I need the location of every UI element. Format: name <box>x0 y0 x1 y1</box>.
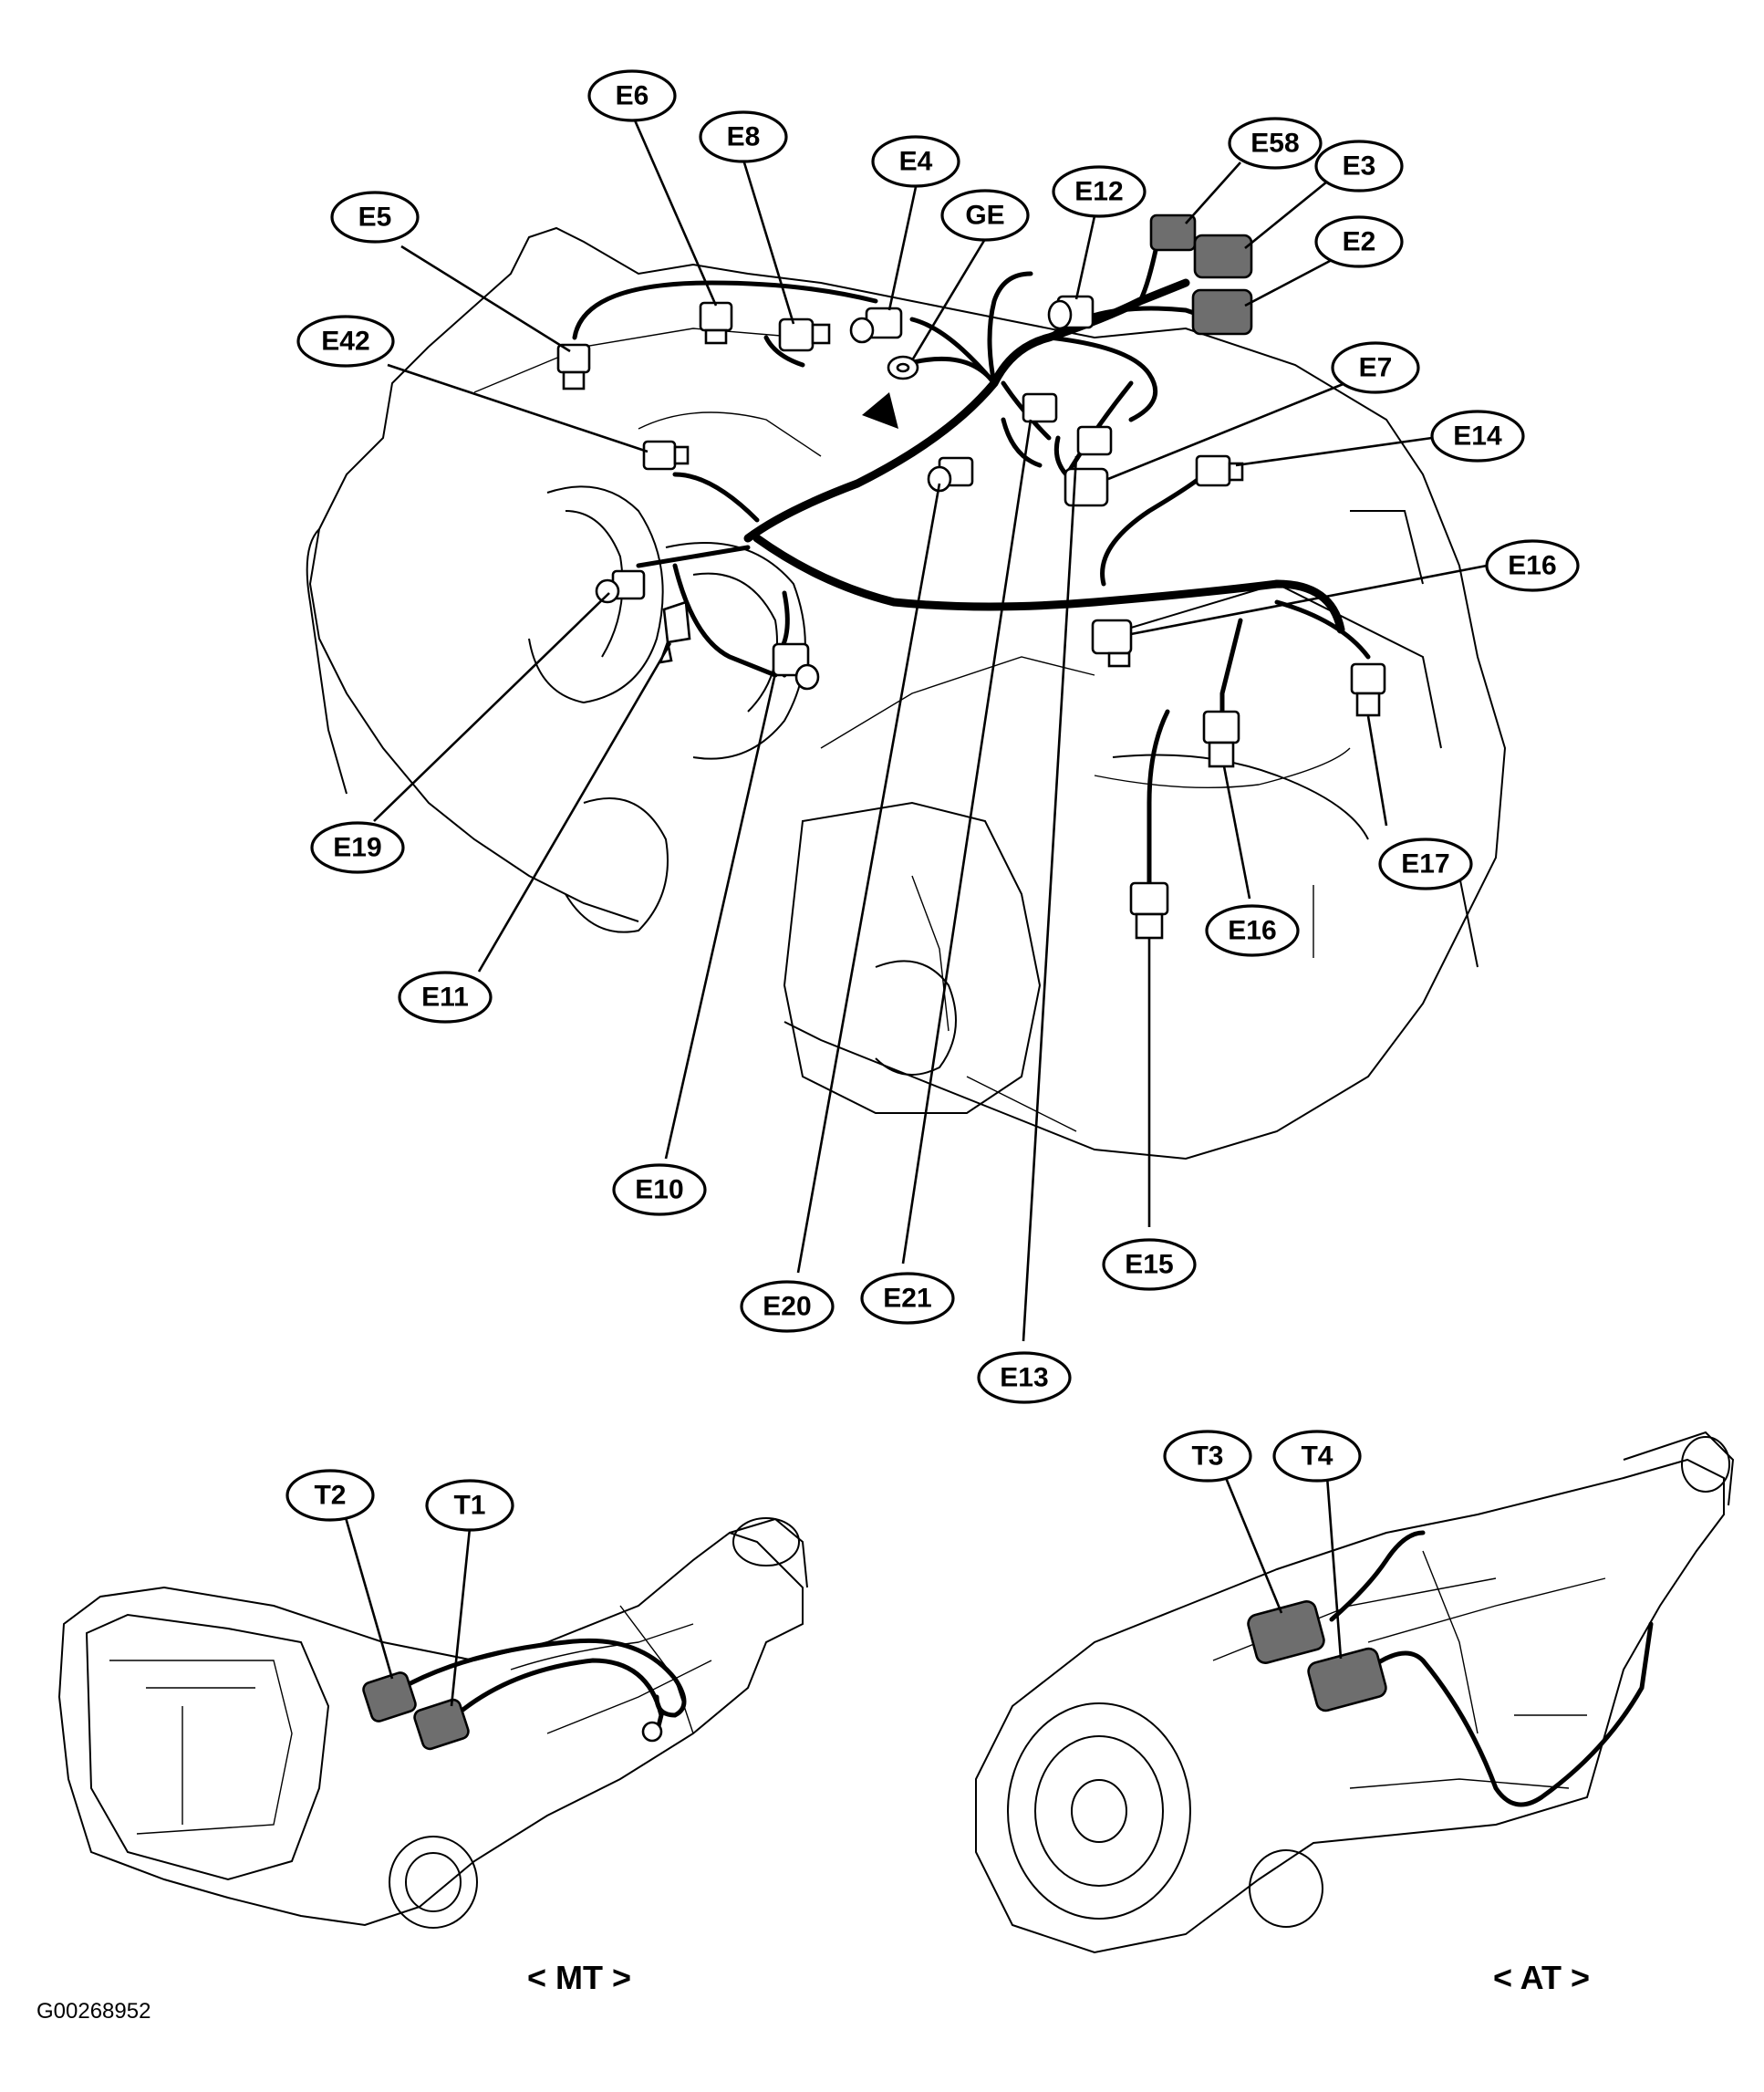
mt-wires <box>408 1638 687 1736</box>
connector-e5-shape <box>556 343 591 390</box>
svg-text:E13: E13 <box>1000 1363 1048 1393</box>
svg-text:E15: E15 <box>1125 1250 1173 1280</box>
callout-e12: E12 <box>1052 165 1147 218</box>
callout-e16-bottom: E16 <box>1205 904 1300 957</box>
callout-e13: E13 <box>977 1351 1072 1404</box>
svg-text:E16: E16 <box>1508 551 1556 581</box>
svg-text:E58: E58 <box>1250 129 1299 159</box>
svg-text:T3: T3 <box>1191 1442 1223 1472</box>
engine-connectors <box>556 213 1386 940</box>
svg-text:E5: E5 <box>358 203 392 233</box>
svg-text:E4: E4 <box>899 147 933 177</box>
connector-e2-shape <box>1191 288 1253 336</box>
callout-e8: E8 <box>699 110 788 163</box>
svg-text:E8: E8 <box>727 122 761 152</box>
connector-e3-shape <box>1193 234 1253 279</box>
engine-wire-harness <box>572 234 1371 888</box>
svg-text:E42: E42 <box>321 327 369 357</box>
svg-text:T2: T2 <box>314 1481 346 1511</box>
callout-e2: E2 <box>1314 215 1404 268</box>
callout-e11: E11 <box>398 971 493 1024</box>
connector-center3-shape <box>1076 425 1113 456</box>
mt-transmission-line-art <box>57 1517 808 1929</box>
connector-e4-shape <box>849 307 903 344</box>
connector-e15-shape <box>1129 881 1169 940</box>
connector-ge-shape <box>887 355 919 380</box>
connector-e16a-shape <box>1091 619 1133 668</box>
callout-e21: E21 <box>860 1272 955 1325</box>
svg-text:E17: E17 <box>1401 849 1449 879</box>
callout-e14: E14 <box>1430 410 1525 463</box>
caption-at: < AT > <box>1493 1959 1590 1996</box>
connector-e7-shape <box>1064 467 1109 507</box>
svg-text:E14: E14 <box>1453 422 1502 452</box>
at-connectors <box>1247 1600 1387 1712</box>
connector-e58-shape <box>1149 213 1197 252</box>
connector-e42-shape <box>642 440 690 471</box>
callout-e20: E20 <box>740 1280 835 1333</box>
connector-center2-shape <box>1022 392 1058 423</box>
callout-e58: E58 <box>1228 117 1323 170</box>
callout-e7: E7 <box>1331 341 1420 394</box>
callout-e4: E4 <box>871 135 960 188</box>
callout-t1: T1 <box>425 1479 514 1532</box>
connector-e12-shape <box>1047 295 1095 330</box>
svg-text:E2: E2 <box>1343 227 1376 257</box>
svg-text:E3: E3 <box>1343 151 1376 182</box>
svg-text:E10: E10 <box>635 1175 683 1205</box>
connector-e6-shape <box>699 301 733 345</box>
callout-e16-top: E16 <box>1485 539 1580 592</box>
svg-text:E19: E19 <box>333 833 381 863</box>
callout-e6: E6 <box>587 69 677 122</box>
svg-text:E11: E11 <box>421 983 469 1013</box>
callout-t3: T3 <box>1163 1430 1252 1483</box>
svg-text:GE: GE <box>965 201 1004 231</box>
connector-e16b-shape <box>1202 710 1240 768</box>
connector-center1-shape <box>927 456 974 493</box>
callout-e5: E5 <box>330 191 420 244</box>
connector-e8-shape <box>778 317 831 352</box>
callout-t4: T4 <box>1272 1430 1362 1483</box>
svg-text:E7: E7 <box>1359 353 1393 383</box>
mt-connectors <box>362 1671 663 1751</box>
callout-e42: E42 <box>296 315 395 368</box>
figure-id: G00268952 <box>36 1999 150 2024</box>
callout-e10: E10 <box>612 1163 707 1216</box>
at-wires <box>1329 1530 1654 1807</box>
leader-lines <box>373 113 1488 1342</box>
callout-t2: T2 <box>285 1469 375 1522</box>
svg-text:E20: E20 <box>763 1292 811 1322</box>
callout-ge: GE <box>940 189 1030 242</box>
callout-e3: E3 <box>1314 140 1404 193</box>
connector-e10-shape <box>772 642 820 691</box>
at-transmission-line-art <box>975 1431 1735 1954</box>
caption-mt: < MT > <box>527 1959 631 1996</box>
svg-text:E16: E16 <box>1228 916 1276 946</box>
svg-text:E21: E21 <box>883 1284 931 1314</box>
svg-text:T1: T1 <box>453 1491 485 1521</box>
svg-text:E12: E12 <box>1074 177 1123 207</box>
callout-e17: E17 <box>1378 838 1473 890</box>
connector-e17-shape <box>1350 662 1386 717</box>
svg-text:T4: T4 <box>1301 1442 1333 1472</box>
connector-e14-shape <box>1195 454 1244 487</box>
callout-e15: E15 <box>1102 1238 1197 1291</box>
callout-e19: E19 <box>310 821 405 874</box>
connector-e19-shape <box>595 569 646 604</box>
svg-text:E6: E6 <box>616 81 649 111</box>
